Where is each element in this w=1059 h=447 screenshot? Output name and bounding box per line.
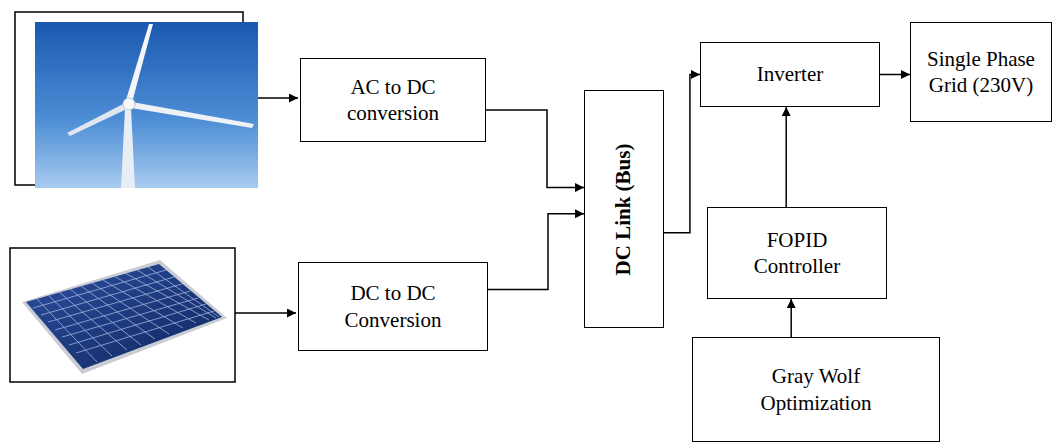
picture-frame (10, 248, 235, 382)
process-box: Inverter (700, 42, 880, 107)
bus-label: DC Link (Bus) (612, 143, 637, 275)
panel-cells (26, 264, 222, 369)
blade (131, 102, 254, 128)
box-label: AC to DC conversion (331, 74, 455, 127)
box-label: FOPID Controller (748, 227, 846, 280)
wind-turbine-picture (15, 12, 258, 188)
signal-arrow (486, 110, 584, 188)
signal-arrow (785, 107, 787, 207)
box-label: Single Phase Grid (230V) (927, 46, 1035, 99)
box-label: Inverter (757, 61, 823, 87)
solar-panel-picture (10, 248, 235, 382)
blade (126, 24, 153, 100)
grid-box: Single Phase Grid (230V) (910, 22, 1052, 122)
box-label: DC to DC Conversion (329, 280, 457, 333)
signal-arrow (790, 299, 792, 337)
process-box: DC to DC Conversion (298, 262, 488, 351)
panel-frame (22, 260, 227, 374)
hub (123, 98, 135, 110)
blade (67, 103, 129, 136)
signal-arrow (664, 75, 700, 233)
cell-grid (33, 267, 219, 362)
signal-arrow (880, 74, 910, 76)
process-box: AC to DC conversion (300, 58, 486, 142)
controller-box: FOPID Controller (707, 207, 887, 299)
tower (121, 108, 135, 188)
optimizer-box: Gray Wolf Optimization (692, 337, 940, 442)
sky (35, 22, 258, 188)
input-arrow (235, 312, 296, 314)
bus-box: DC Link (Bus) (584, 90, 664, 328)
input-arrow (258, 97, 298, 99)
box-label: Gray Wolf Optimization (753, 363, 879, 416)
signal-arrow (488, 214, 584, 290)
